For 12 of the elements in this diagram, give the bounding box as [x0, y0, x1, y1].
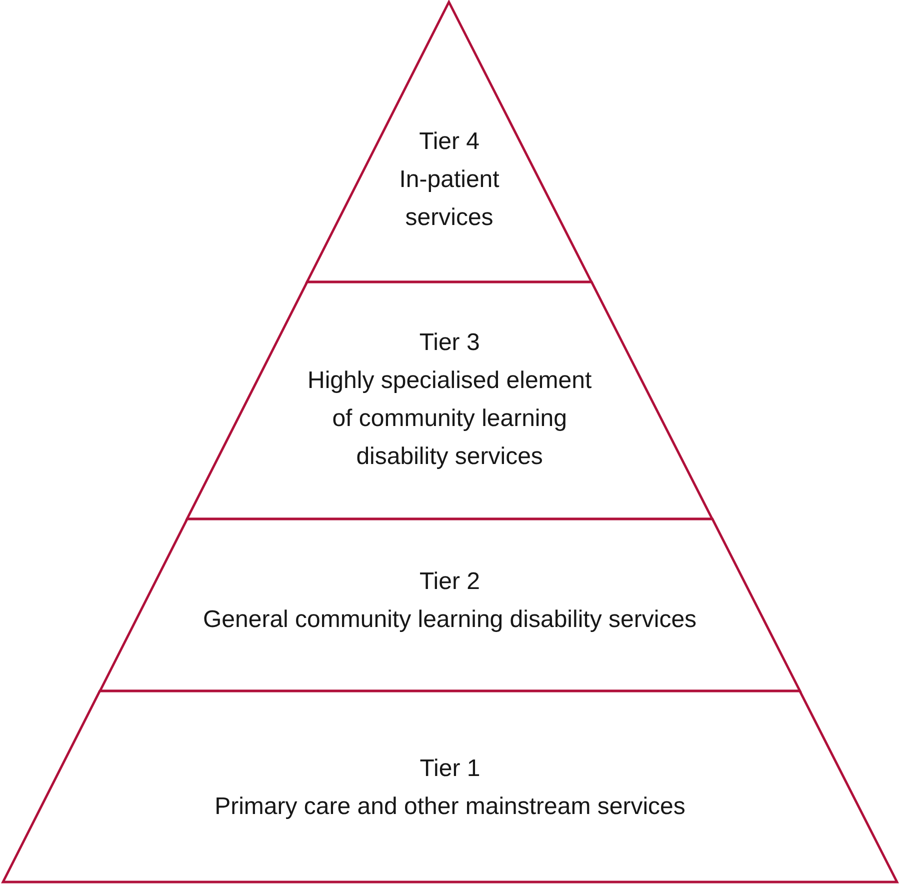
- tier-heading: Tier 1: [420, 754, 480, 784]
- tier-heading: Tier 2: [420, 567, 480, 597]
- tier-description: General community learning disability services: [203, 605, 697, 635]
- pyramid-tier: [1, 689, 899, 884]
- tier-heading: Tier 3: [419, 328, 480, 358]
- pyramid-tier: [305, 0, 594, 284]
- pyramid-tier: [184, 280, 714, 521]
- tier-description: In-patient services: [398, 165, 500, 233]
- tier-description: Primary care and other mainstream services: [214, 792, 686, 822]
- pyramid-tier: [98, 517, 802, 693]
- tier-heading: Tier 4: [419, 127, 480, 157]
- tier-description: Highly specialised element of community learning disability services: [306, 366, 593, 472]
